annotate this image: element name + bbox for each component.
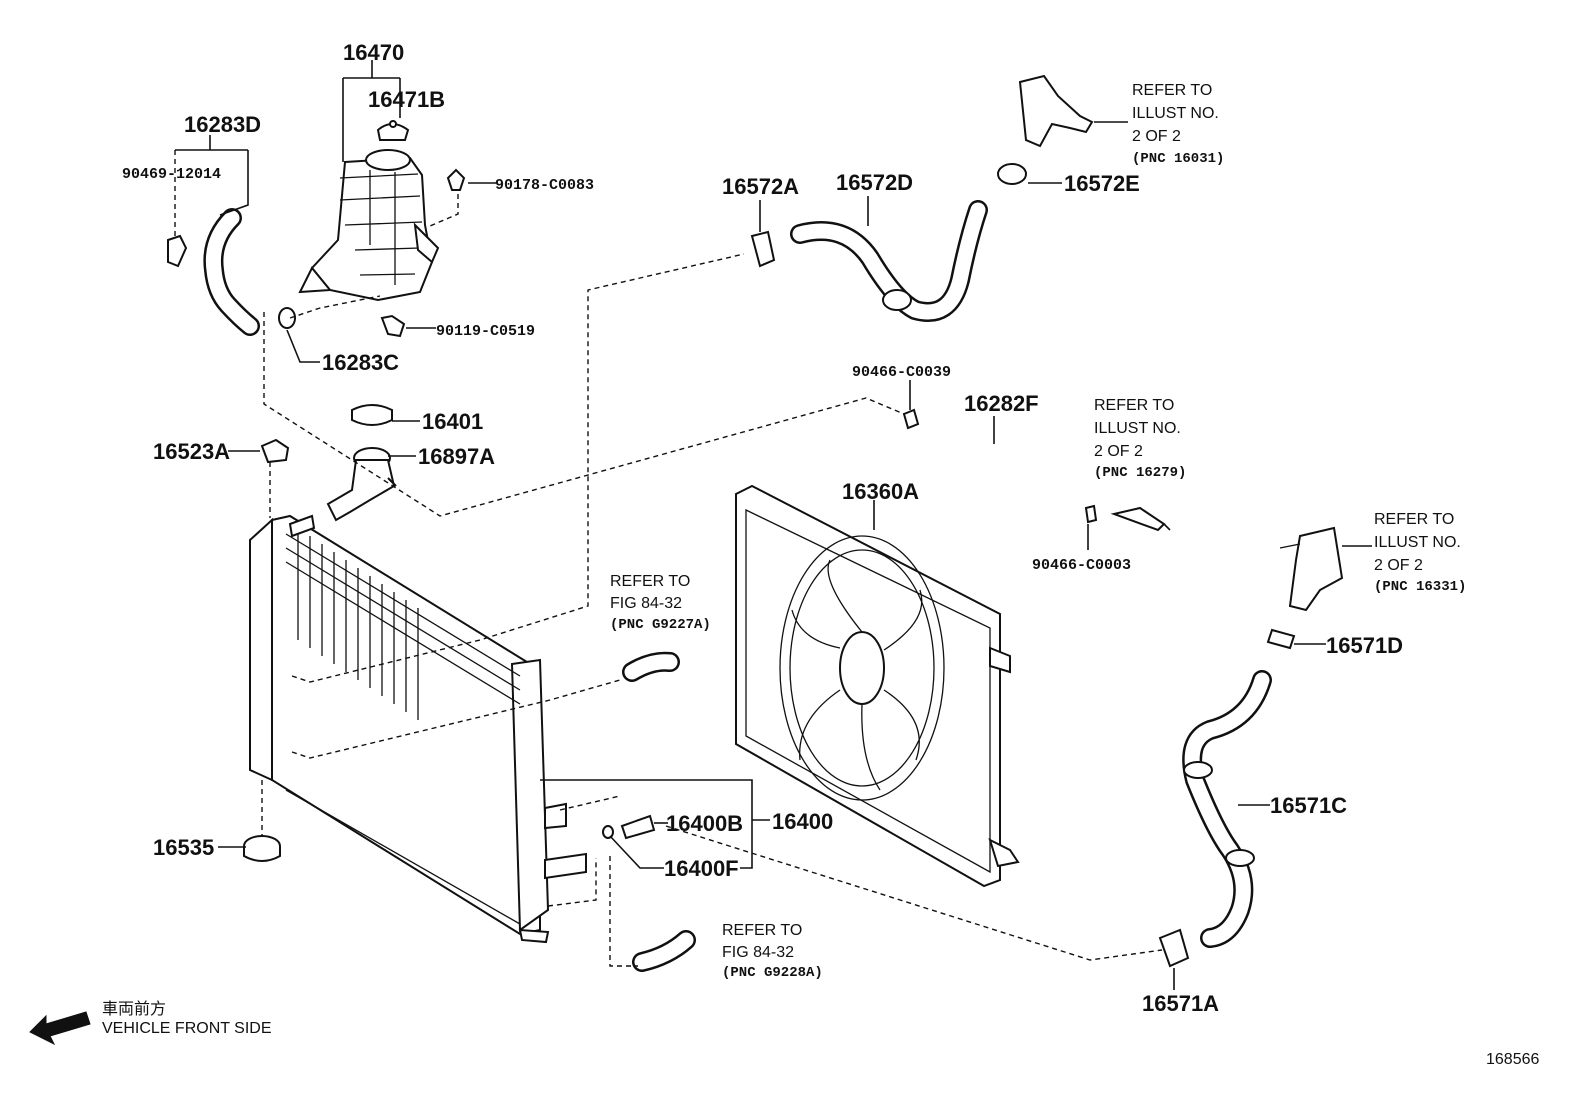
svg-text:REFER TO: REFER TO [610, 573, 690, 590]
o-ring-16400f [602, 825, 614, 839]
bolt-90119 [380, 314, 406, 338]
label-90466-c0003: 90466-C0003 [1032, 557, 1131, 574]
svg-text:FIG 84-32: FIG 84-32 [722, 944, 794, 961]
svg-text:REFER TO: REFER TO [722, 922, 802, 939]
radiator-core [249, 514, 587, 944]
label-90178-c0083: 90178-C0083 [495, 177, 594, 194]
arrow-left-icon [29, 1011, 91, 1046]
svg-text:ILLUST NO.: ILLUST NO. [1094, 420, 1181, 437]
clamp-16571a [1158, 928, 1190, 968]
svg-text:REFER TO: REFER TO [1094, 397, 1174, 414]
note-pnc-16331: REFER TO ILLUST NO. 2 OF 2 (PNC 16331) [1374, 511, 1466, 595]
hose-16572d [790, 200, 988, 322]
water-outlet [1018, 74, 1094, 148]
label-16523a: 16523A [153, 439, 230, 464]
plug-16535 [243, 835, 281, 862]
svg-text:ILLUST NO.: ILLUST NO. [1374, 534, 1461, 551]
note-pnc-g9227a: REFER TO FIG 84-32 (PNC G9227A) [610, 573, 711, 633]
label-90466-c0039: 90466-C0039 [852, 364, 951, 381]
label-16401: 16401 [422, 409, 483, 434]
svg-text:REFER TO: REFER TO [1132, 82, 1212, 99]
svg-text:FIG 84-32: FIG 84-32 [610, 595, 682, 612]
reservoir-tank [298, 149, 440, 302]
svg-text:2 OF 2: 2 OF 2 [1094, 443, 1143, 460]
radiator-cap [351, 404, 393, 426]
fan-shroud [735, 484, 1020, 888]
svg-text:(PNC G9227A): (PNC G9227A) [610, 617, 711, 633]
svg-text:REFER TO: REFER TO [1374, 511, 1454, 528]
direction-label-jp: 車両前方 [102, 1000, 166, 1018]
clamp-16283c [278, 307, 296, 329]
part-labels: 16470 16471B 16283D 90469-12014 90178-C0… [122, 40, 1403, 1016]
label-16471b: 16471B [368, 87, 445, 112]
label-16283d: 16283D [184, 112, 261, 137]
hose-16283d [203, 208, 260, 336]
leader-lines [174, 60, 1372, 990]
label-16283c: 16283C [322, 350, 399, 375]
note-pnc-16031: REFER TO ILLUST NO. 2 OF 2 (PNC 16031) [1132, 82, 1224, 167]
clamp-16572a [750, 230, 776, 268]
label-90469-12014: 90469-12014 [122, 166, 221, 183]
clip-90178 [446, 168, 466, 191]
label-16535: 16535 [153, 835, 214, 860]
clamp-16572e [997, 163, 1027, 185]
note-pnc-g9228a: REFER TO FIG 84-32 (PNC G9228A) [722, 922, 823, 981]
hose-g9227a [622, 651, 680, 682]
plug-16523a [260, 438, 290, 464]
label-16400b: 16400B [666, 811, 743, 836]
label-16572a: 16572A [722, 174, 799, 199]
direction-label-en: VEHICLE FRONT SIDE [102, 1020, 272, 1037]
svg-text:2 OF 2: 2 OF 2 [1374, 557, 1423, 574]
clamp-90466-c0039 [902, 408, 920, 430]
front-direction: 車両前方 VEHICLE FRONT SIDE [29, 1000, 272, 1046]
svg-text:(PNC 16331): (PNC 16331) [1374, 579, 1466, 595]
hose-g9228a [632, 930, 696, 972]
label-16571d: 16571D [1326, 633, 1403, 658]
clip-90469 [167, 234, 188, 268]
label-16400: 16400 [772, 809, 833, 834]
water-inlet [1279, 526, 1344, 612]
hose-16282f [923, 427, 1060, 517]
svg-text:2 OF 2: 2 OF 2 [1132, 128, 1181, 145]
svg-text:(PNC G9228A): (PNC G9228A) [722, 965, 823, 981]
note-pnc-16279: REFER TO ILLUST NO. 2 OF 2 (PNC 16279) [1094, 397, 1186, 481]
label-16572d: 16572D [836, 170, 913, 195]
label-16400f: 16400F [664, 856, 739, 881]
svg-text:(PNC 16279): (PNC 16279) [1094, 465, 1186, 481]
svg-text:(PNC 16031): (PNC 16031) [1132, 151, 1224, 167]
pipe-16279 [1110, 506, 1166, 532]
hose-16571c [1182, 670, 1272, 948]
label-16470: 16470 [343, 40, 404, 65]
clamp-90466-c0003 [1084, 504, 1098, 524]
label-16360a: 16360A [842, 479, 919, 504]
illustration-number: 168566 [1486, 1051, 1539, 1068]
filler-neck [326, 447, 397, 522]
dashed-connectors [261, 194, 1163, 967]
label-16897a: 16897A [418, 444, 495, 469]
label-90119-c0519: 90119-C0519 [436, 323, 535, 340]
reservoir-cap [376, 120, 410, 141]
clamp-16571d [1266, 628, 1296, 650]
label-16572e: 16572E [1064, 171, 1140, 196]
svg-text:ILLUST NO.: ILLUST NO. [1132, 105, 1219, 122]
drain-cock [620, 814, 656, 840]
label-16571a: 16571A [1142, 991, 1219, 1016]
label-16282f: 16282F [964, 391, 1039, 416]
label-16571c: 16571C [1270, 793, 1347, 818]
